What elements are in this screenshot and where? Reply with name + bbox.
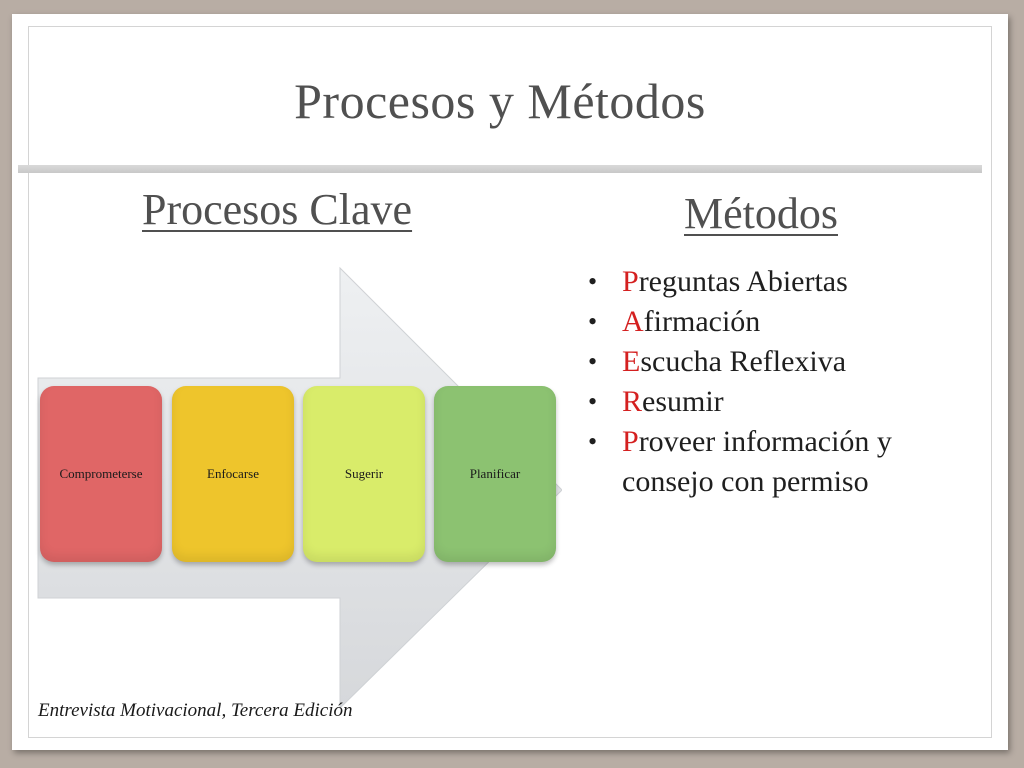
process-step-enfocarse: Enfocarse xyxy=(172,386,294,562)
bullet-icon: • xyxy=(588,347,598,376)
methods-list: • Preguntas Abiertas • Afirmación • Escucha… xyxy=(578,262,978,502)
methods-heading: Métodos xyxy=(684,189,838,238)
method-initial: A xyxy=(622,305,644,338)
bullet-icon: • xyxy=(588,387,598,416)
title-divider xyxy=(18,165,982,173)
process-step-label: Planificar xyxy=(469,466,521,481)
process-step-planificar: Planificar xyxy=(434,386,556,562)
key-processes-heading: Procesos Clave xyxy=(142,185,413,234)
list-item: • Afirmación xyxy=(578,302,978,342)
slide-title: Procesos y Métodos xyxy=(294,73,706,129)
method-text: firmación xyxy=(643,305,761,338)
bullet-icon: • xyxy=(588,427,598,456)
method-text: scucha Reflexiva xyxy=(640,345,847,378)
process-step-label: Sugerir xyxy=(344,466,384,481)
method-initial: R xyxy=(622,385,643,418)
list-item: • Escucha Reflexiva xyxy=(578,342,978,382)
method-initial: E xyxy=(622,345,641,378)
slide-frame xyxy=(28,26,992,738)
method-initial: P xyxy=(622,425,639,458)
process-step-label: Comprometerse xyxy=(59,466,143,481)
slide-footer: Entrevista Motivacional, Tercera Edición xyxy=(38,700,353,721)
method-text: esumir xyxy=(642,385,724,418)
method-text: reguntas Abiertas xyxy=(638,265,848,298)
bullet-icon: • xyxy=(588,307,598,336)
process-step-sugerir: Sugerir xyxy=(303,386,425,562)
bullet-icon: • xyxy=(588,267,598,296)
method-text: roveer información y consejo con permiso xyxy=(622,425,892,498)
process-arrow-shape xyxy=(37,266,562,710)
method-initial: P xyxy=(622,265,639,298)
process-arrow-diagram: Comprometerse Enfocarse Sugerir Planific… xyxy=(22,252,562,712)
list-item: • Resumir xyxy=(578,382,978,422)
process-step-label: Enfocarse xyxy=(207,466,259,481)
process-step-comprometerse: Comprometerse xyxy=(40,386,162,562)
list-item: • Preguntas Abiertas xyxy=(578,262,978,302)
list-item: • Proveer información y consejo con permi… xyxy=(578,422,978,502)
